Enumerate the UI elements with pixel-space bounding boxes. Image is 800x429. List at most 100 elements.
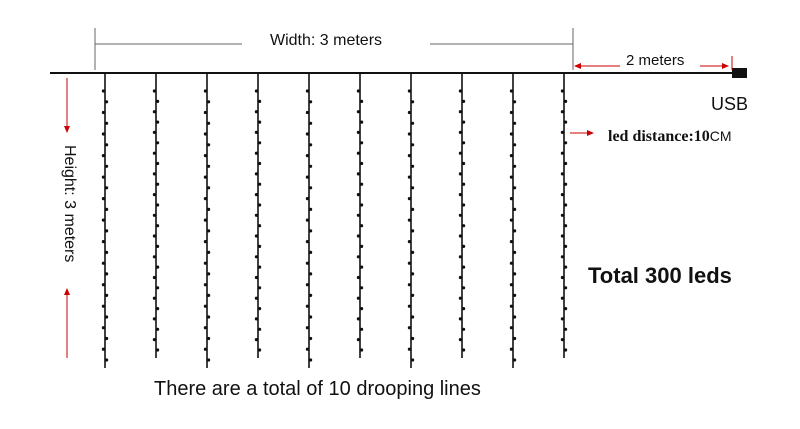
led-bulb — [513, 293, 517, 297]
led-bulb — [513, 207, 517, 211]
led-bulb — [560, 255, 565, 259]
led-bulb — [356, 151, 360, 155]
led-bulb — [458, 296, 462, 300]
usb-label: USB — [711, 94, 749, 114]
led-bulb — [258, 99, 262, 103]
led-bulb — [207, 336, 211, 341]
led-bulb — [462, 120, 466, 124]
led-bulb — [564, 224, 568, 228]
led-bulb — [564, 244, 568, 248]
led-bulb — [203, 240, 207, 244]
led-bulb — [152, 151, 156, 155]
led-bulb — [156, 99, 160, 103]
led-bulb — [411, 186, 415, 190]
led-bulb — [513, 250, 517, 254]
led-bulb — [305, 304, 309, 308]
led-bulb — [156, 120, 160, 124]
led-bulb — [360, 327, 364, 331]
led-bulb — [564, 99, 568, 103]
led-bulb — [564, 141, 568, 145]
led-bulb — [513, 186, 517, 190]
led-bulb — [560, 130, 565, 134]
led-bulb — [407, 154, 411, 158]
led-bulb — [156, 161, 160, 166]
led-bulb — [203, 347, 207, 351]
led-bulb — [101, 218, 105, 222]
led-bulb — [462, 265, 466, 269]
led-bulb — [258, 141, 262, 145]
led-bulb — [356, 213, 360, 217]
led-bulb — [356, 338, 360, 342]
led-bulb — [560, 193, 565, 197]
led-bulb — [258, 182, 262, 186]
led-bulb — [203, 175, 207, 179]
led-bulb — [513, 272, 517, 276]
led-bulb — [305, 175, 309, 179]
led-bulb — [309, 272, 313, 276]
led-bulb — [305, 347, 309, 351]
led-bulb — [309, 186, 313, 190]
led-bulb — [360, 161, 364, 166]
led-bulb — [509, 197, 513, 201]
led-bulb — [203, 283, 207, 287]
led-bulb — [407, 197, 411, 201]
led-bulb — [407, 326, 411, 330]
led-bulb — [407, 218, 411, 222]
led-bulb — [101, 283, 105, 287]
led-bulb — [407, 175, 411, 179]
led-bulb — [513, 229, 517, 233]
led-bulb — [462, 244, 466, 248]
led-bulb — [254, 193, 258, 197]
led-bulb — [305, 197, 309, 201]
led-bulb — [560, 89, 565, 93]
led-bulb — [258, 286, 262, 290]
led-bulb — [458, 338, 462, 342]
led-bulb — [105, 358, 109, 362]
led-bulb — [360, 286, 364, 290]
led-bulb — [360, 141, 364, 145]
width-label: Width: 3 meters — [270, 32, 383, 49]
led-bulb — [152, 234, 156, 238]
led-bulb — [105, 100, 109, 104]
height-label: Height: 3 meters — [61, 145, 78, 263]
led-bulb — [360, 307, 364, 311]
led-bulb — [309, 121, 313, 125]
led-bulb — [254, 317, 258, 321]
led-bulb — [458, 255, 462, 259]
led-bulb — [509, 175, 513, 179]
led-strands — [101, 73, 568, 368]
led-bulb — [564, 203, 568, 207]
led-bulb — [360, 224, 364, 228]
led-bulb — [309, 207, 313, 211]
led-bulb — [152, 296, 156, 300]
led-bulb — [462, 224, 466, 228]
led-bulb — [254, 172, 258, 176]
led-bulb — [152, 213, 156, 217]
led-bulb — [309, 358, 313, 362]
led-bulb — [156, 141, 160, 145]
led-bulb — [203, 197, 207, 201]
led-bulb — [513, 164, 517, 168]
led-bulb — [207, 229, 211, 233]
led-bulb — [258, 120, 262, 124]
led-bulb — [203, 326, 207, 330]
led-bulb — [309, 250, 313, 254]
led-bulb — [513, 143, 517, 147]
led-bulb — [309, 229, 313, 233]
led-bulb — [462, 141, 466, 145]
led-bulb — [254, 275, 258, 280]
led-bulb — [156, 182, 160, 186]
led-bulb — [207, 143, 211, 147]
led-bulb — [105, 186, 109, 190]
led-bulb — [152, 89, 156, 93]
led-bulb — [156, 348, 160, 352]
led-bulb — [309, 293, 313, 297]
led-bulb — [203, 261, 207, 265]
led-bulb — [509, 240, 513, 244]
led-bulb — [254, 130, 258, 134]
led-bulb — [509, 304, 513, 308]
led-bulb — [254, 234, 258, 238]
led-bulb — [207, 272, 211, 276]
led-bulb — [254, 213, 258, 217]
